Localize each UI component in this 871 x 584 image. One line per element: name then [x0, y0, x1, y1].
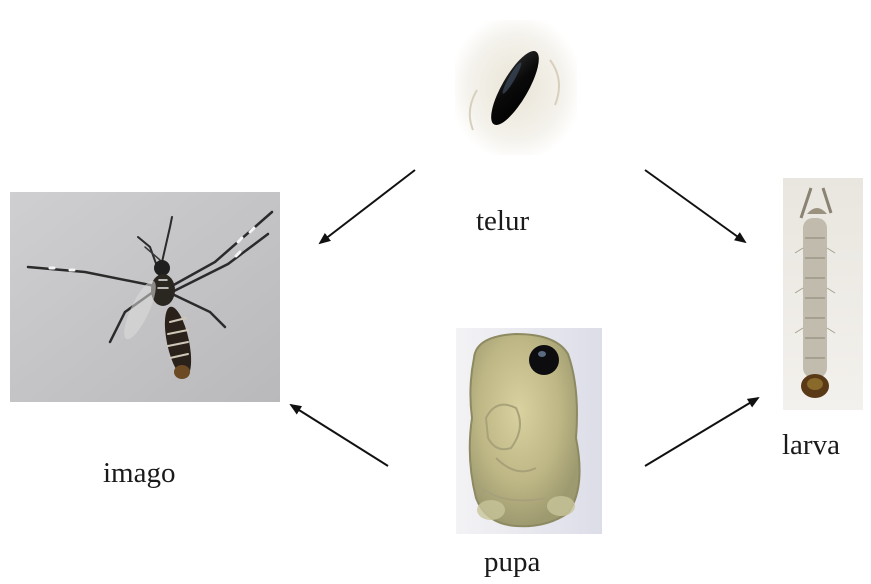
arrow-pupa-to-adult: [291, 405, 388, 466]
label-imago: imago: [103, 457, 176, 490]
label-larva: larva: [782, 429, 840, 462]
arrow-egg-to-larva: [645, 170, 745, 242]
label-pupa: pupa: [484, 546, 540, 579]
arrow-egg-to-adult: [320, 170, 415, 243]
label-telur: telur: [476, 205, 529, 238]
arrow-pupa-to-larva: [645, 398, 758, 466]
